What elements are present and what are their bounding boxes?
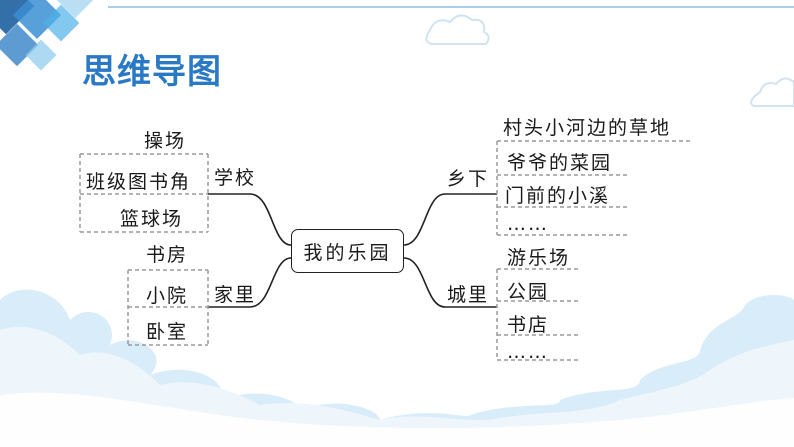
leaf-city-2: 书店 (507, 314, 550, 336)
leaf-countryside-1: 爷爷的菜园 (507, 152, 613, 174)
branch-countryside: 乡下 (447, 168, 490, 190)
leaf-city-0: 游乐场 (507, 247, 571, 269)
connector-countryside (403, 193, 497, 246)
leaf-school-1: 班级图书角 (86, 171, 192, 193)
leaf-city-3: …… (507, 341, 549, 363)
branch-city: 城里 (447, 284, 490, 306)
leaf-school-2: 篮球场 (120, 208, 184, 230)
center-node: 我的乐园 (291, 229, 404, 273)
cloud-icon (750, 77, 794, 107)
connector-home (208, 257, 292, 308)
leaf-countryside-2: 门前的小溪 (505, 185, 611, 207)
connector-city (403, 257, 497, 308)
leaf-home-1: 小院 (146, 285, 189, 307)
leaf-home-0: 书房 (146, 244, 189, 266)
leaf-home-2: 卧室 (146, 321, 189, 343)
cloud-icon (425, 14, 490, 45)
branch-home: 家里 (214, 284, 257, 306)
leaf-city-1: 公园 (507, 281, 550, 303)
bottom-clouds-decoration (0, 289, 794, 447)
leaf-countryside-3: …… (507, 213, 549, 235)
branch-school: 学校 (214, 167, 257, 189)
leaf-countryside-0: 村头小河边的草地 (503, 117, 672, 139)
corner-tiles-decoration (0, 0, 97, 71)
connector-school (208, 193, 292, 246)
page-title: 思维导图 (82, 52, 222, 92)
leaf-school-0: 操场 (144, 130, 187, 152)
